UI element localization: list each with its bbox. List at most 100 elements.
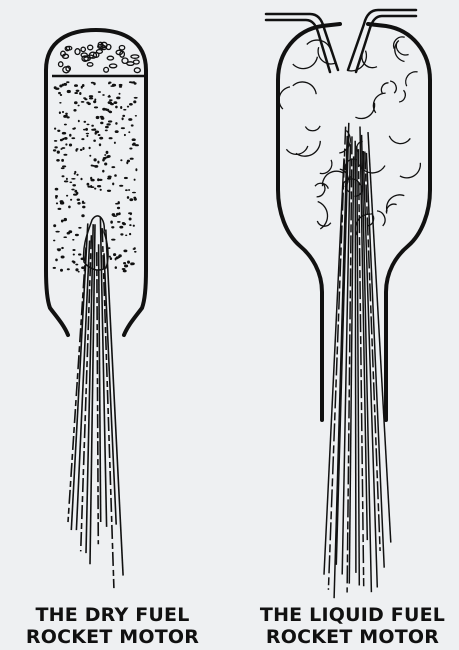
fuel-granule (120, 159, 122, 161)
combustion-swirl (386, 204, 396, 213)
fuel-granule (129, 224, 131, 226)
combustion-swirl (381, 83, 388, 94)
combustion-swirl (406, 72, 418, 86)
fuel-granule (105, 108, 107, 110)
dry-fuel-exhaust-flame (68, 216, 123, 588)
fuel-granule (73, 109, 76, 112)
fuel-granule (62, 132, 66, 135)
fuel-granule (73, 194, 77, 196)
fuel-granule (54, 86, 57, 89)
combustion-swirl (293, 82, 316, 94)
fuel-granule (82, 202, 86, 204)
dry-fuel-caption-line1: THE DRY FUEL (10, 604, 215, 626)
fuel-granule (111, 166, 115, 168)
fuel-granule (126, 161, 128, 164)
fuel-granule (81, 266, 85, 269)
fuel-granule (113, 215, 117, 217)
fuel-granule (102, 170, 104, 173)
fuel-granule (62, 111, 64, 113)
fuel-granule (83, 97, 86, 99)
fuel-granule (74, 173, 76, 175)
fuel-pellet (133, 60, 139, 64)
liquid-fuel-chamber-outline (278, 24, 430, 420)
fuel-granule (96, 116, 100, 119)
fuel-granule (114, 174, 117, 177)
fuel-granule (78, 227, 81, 229)
fuel-granule (115, 258, 117, 261)
fuel-granule (99, 143, 101, 146)
fuel-granule (82, 206, 85, 209)
fuel-granule (66, 195, 68, 197)
combustion-swirl (286, 146, 307, 154)
fuel-granule (68, 230, 72, 233)
fuel-granule (131, 82, 134, 84)
fuel-granule (80, 149, 83, 151)
fuel-granule (64, 137, 68, 140)
fuel-granule (57, 248, 61, 250)
fuel-granule (129, 233, 131, 235)
fuel-granule (101, 116, 103, 118)
fuel-granule (127, 196, 129, 199)
fuel-granule (135, 168, 137, 171)
fuel-granule (94, 188, 96, 190)
combustion-swirl (399, 90, 405, 102)
fuel-granule (94, 158, 97, 161)
fuel-pellet (96, 50, 102, 54)
fuel-granule (64, 180, 68, 182)
fuel-granule (71, 189, 74, 191)
fuel-granule (60, 269, 63, 272)
fuel-granule (78, 105, 80, 107)
liquid-fuel-left-inlet-pipe (266, 14, 338, 72)
fuel-granule (62, 147, 66, 149)
fuel-granule (62, 84, 64, 87)
fuel-granule (61, 220, 64, 223)
fuel-granule (106, 123, 110, 125)
fuel-granule (131, 124, 134, 126)
fuel-pellet (131, 55, 139, 58)
fuel-granule (106, 151, 109, 154)
fuel-pellet (81, 47, 85, 51)
combustion-swirl (390, 81, 396, 93)
fuel-granule (91, 129, 95, 131)
fuel-granule (72, 239, 74, 241)
fuel-granule (64, 124, 67, 126)
fuel-granule (129, 148, 132, 150)
fuel-granule (65, 143, 67, 145)
fuel-granule (123, 262, 126, 264)
fuel-granule (88, 103, 91, 106)
fuel-granule (84, 121, 87, 123)
fuel-granule (89, 97, 93, 99)
combustion-swirl (362, 55, 377, 68)
dry-fuel-top-pellets (59, 42, 141, 73)
fuel-granule (57, 130, 60, 132)
fuel-granule (75, 234, 79, 236)
liquid-fuel-caption-line1: THE LIQUID FUEL (250, 604, 455, 626)
fuel-granule (54, 140, 57, 142)
fuel-granule (108, 247, 111, 249)
fuel-granule (111, 226, 114, 228)
fuel-granule (129, 103, 133, 106)
fuel-granule (107, 190, 111, 192)
fuel-granule (104, 154, 106, 156)
dry-fuel-granules (53, 81, 139, 272)
fuel-granule (120, 106, 122, 109)
combustion-swirl (387, 195, 405, 212)
fuel-granule (133, 248, 136, 250)
fuel-granule (97, 178, 99, 181)
fuel-granule (120, 233, 123, 235)
fuel-granule (56, 202, 58, 204)
fuel-pellet (87, 63, 93, 67)
fuel-granule (135, 115, 137, 117)
fuel-granule (124, 134, 126, 136)
fuel-granule (89, 95, 93, 97)
liquid-fuel-exhaust-flame (324, 123, 391, 598)
fuel-granule (61, 247, 64, 249)
fuel-granule (94, 106, 98, 108)
fuel-granule (97, 161, 99, 164)
fuel-granule (93, 82, 95, 85)
fuel-granule (119, 84, 123, 86)
liquid-fuel-right-inlet-pipe (348, 10, 416, 72)
fuel-granule (108, 101, 112, 104)
fuel-granule (67, 90, 71, 93)
fuel-granule (65, 113, 68, 115)
